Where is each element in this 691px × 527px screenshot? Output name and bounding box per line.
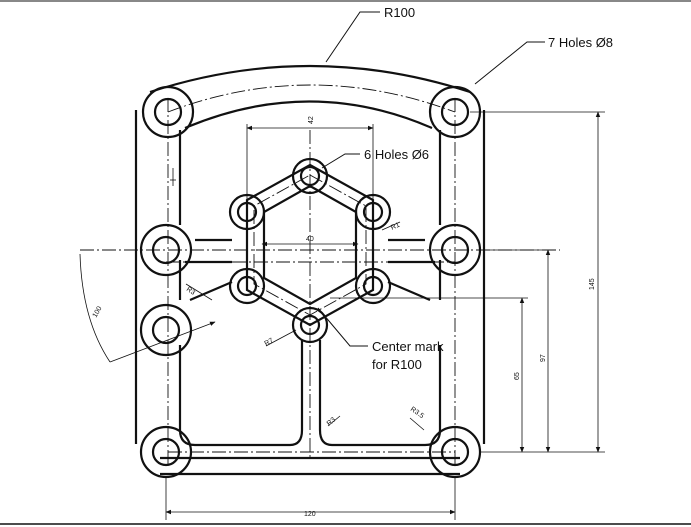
hex-hole-lower-left [228,267,266,305]
dim-r-tl: R3 [185,286,196,297]
radius-leaders [185,221,425,431]
dim-hex-width: 40 [306,236,314,243]
dim-r-inner: R3 [326,416,337,427]
callout-leaders [317,11,545,347]
dimension-lines [79,111,605,520]
callout-hex-holes: 6 Holes Ø6 [364,147,429,162]
dim-overall-width: 120 [304,511,316,518]
outer-profile [134,64,486,476]
hole-bottom-left [139,425,193,479]
hole-lower-left [139,303,193,357]
callout-outer-radius: R100 [384,5,415,20]
corner-holes [139,85,482,479]
callout-corner-holes: 7 Holes Ø8 [548,35,613,50]
hex-hole-lower-right [354,267,392,305]
dim-overall-height: 145 [589,278,596,290]
dim-r-hex: R1 [390,222,401,232]
dim-center-height: 65 [514,372,521,380]
callout-center-mark-line1: Center mark [372,339,444,354]
dim-r-bl: R7 [264,337,275,348]
dim-r-corner: R3.5 [409,406,425,420]
dim-hex-top: 42 [308,116,315,124]
callout-center-mark-line2: for R100 [372,357,422,372]
dim-radius-left: 100 [92,305,104,319]
dim-side-height: 97 [540,354,547,362]
